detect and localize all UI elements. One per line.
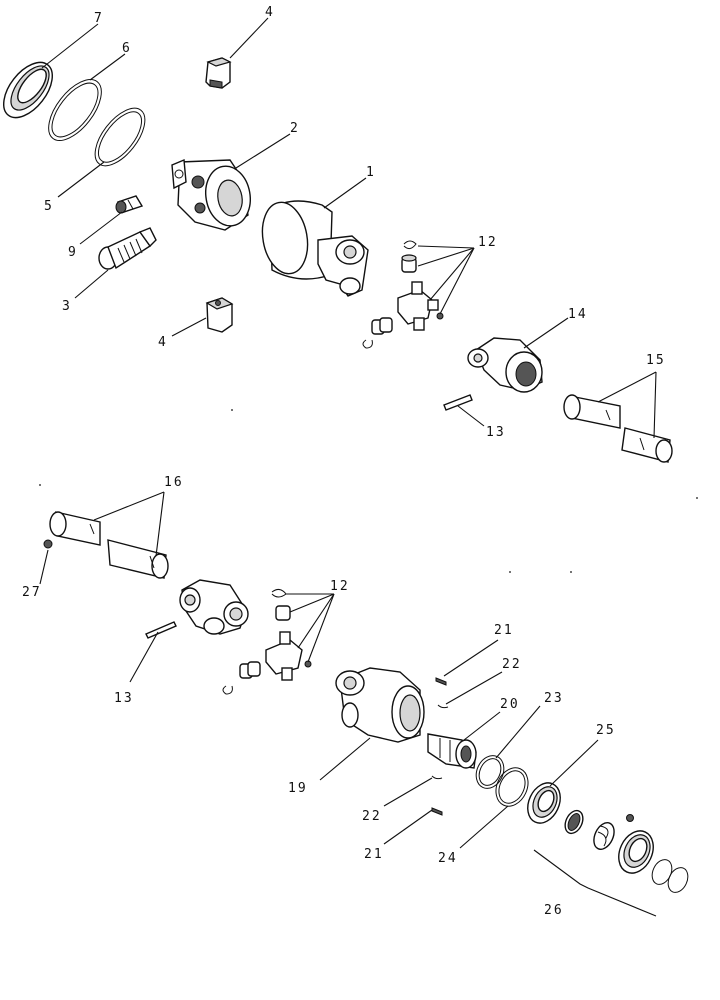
lower-inner-yoke — [179, 579, 249, 635]
callout-14: 14 — [568, 307, 588, 322]
part-22-retainer-lower — [431, 775, 443, 780]
part-13-roll-pin-lower — [145, 621, 177, 639]
callout-6: 6 — [122, 41, 132, 56]
part-15-outer-tube — [563, 394, 673, 463]
part-4-lock-block-top — [205, 57, 232, 89]
leader-lines — [39, 17, 657, 917]
callout-26: 26 — [544, 903, 564, 918]
callout-23: 23 — [544, 691, 564, 706]
part-27-grease-fitting — [43, 539, 53, 549]
part-12-cross-kit-upper — [362, 240, 444, 349]
part-3-spring-pin — [98, 227, 157, 270]
callout-22-upper: 22 — [502, 657, 522, 672]
stray-marks — [39, 409, 698, 573]
part-6-o-ring — [48, 79, 102, 141]
part-7-ring — [3, 61, 53, 119]
part-2-coupling-housing — [171, 158, 251, 231]
callout-4-top: 4 — [265, 5, 275, 20]
callout-13-lower: 13 — [114, 691, 134, 706]
part-21-key-upper — [435, 677, 447, 686]
callout-4-bottom: 4 — [158, 335, 168, 350]
callout-15: 15 — [646, 353, 666, 368]
part-22-retainer-upper — [437, 704, 449, 709]
callout-16: 16 — [164, 475, 184, 490]
callout-25: 25 — [596, 723, 616, 738]
part-1-yoke-guard — [261, 200, 369, 297]
callout-labels: 7 6 4 2 5 1 9 12 3 14 4 15 13 16 12 27 2… — [22, 5, 666, 918]
callout-9: 9 — [68, 245, 78, 260]
part-14-slip-yoke — [467, 337, 543, 393]
callout-12-upper: 12 — [478, 235, 498, 250]
callout-2: 2 — [290, 121, 300, 136]
callout-21-lower: 21 — [364, 847, 384, 862]
callout-27: 27 — [22, 585, 42, 600]
callout-22-lower: 22 — [362, 809, 382, 824]
callout-12-lower: 12 — [330, 579, 350, 594]
part-19-outer-yoke-housing — [335, 667, 425, 743]
part-20-shaft-collar — [427, 733, 477, 769]
callout-24: 24 — [438, 851, 458, 866]
callout-21-upper: 21 — [494, 623, 514, 638]
callout-1: 1 — [366, 165, 376, 180]
part-24-ring — [495, 767, 529, 807]
part-4-lock-block-bottom — [205, 297, 234, 333]
part-13-roll-pin-upper — [443, 394, 473, 411]
part-12-cross-kit-lower — [222, 588, 312, 695]
callout-19: 19 — [288, 781, 308, 796]
part-16-inner-tube — [49, 511, 169, 579]
callout-5: 5 — [44, 199, 54, 214]
callout-13-upper: 13 — [486, 425, 506, 440]
part-25-bearing — [527, 782, 561, 824]
callout-3: 3 — [62, 299, 72, 314]
part-26-seal-kit — [564, 809, 689, 893]
part-23-ring — [475, 755, 505, 789]
part-21-key-lower — [431, 807, 443, 816]
part-9-set-screw — [115, 195, 144, 214]
callout-20: 20 — [500, 697, 520, 712]
callout-7: 7 — [94, 11, 104, 26]
part-5-o-ring — [94, 107, 146, 167]
